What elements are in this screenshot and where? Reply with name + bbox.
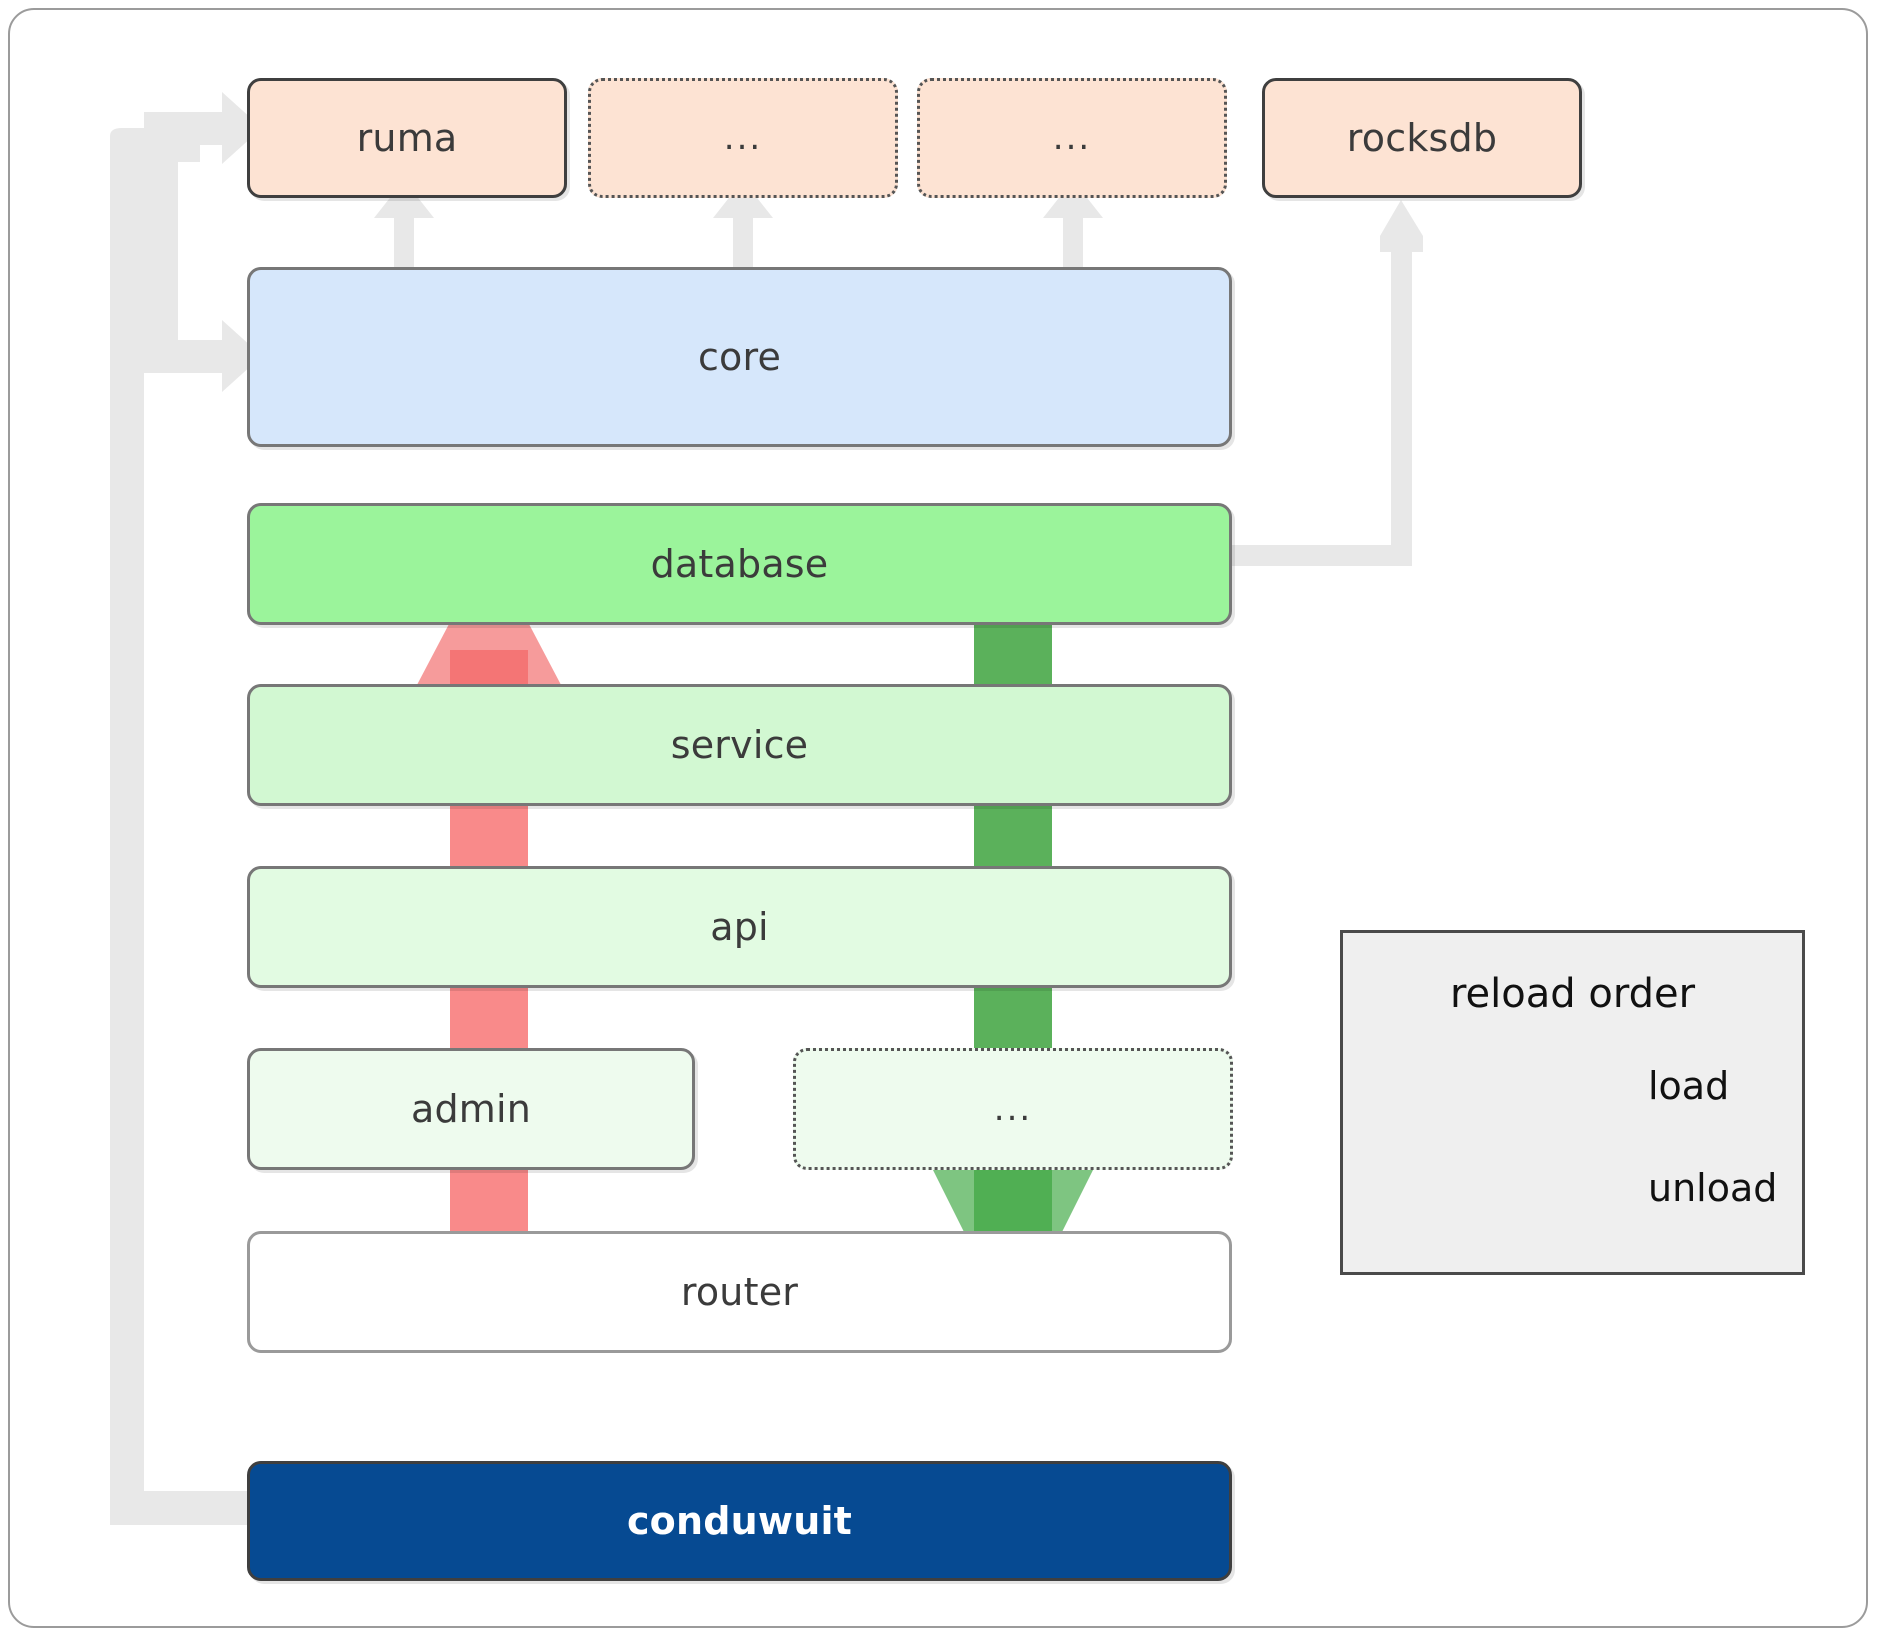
external-node-rocksdb[interactable]: rocksdb	[1262, 78, 1582, 198]
binary-node-conduwuit-label: conduwuit	[626, 1499, 853, 1543]
legend-panel: reload order	[1340, 930, 1805, 1275]
diagram-frame	[8, 8, 1868, 1628]
stack-node-more-label: ...	[993, 1089, 1033, 1129]
legend-item-load-label: load	[1648, 1064, 1730, 1108]
external-node-ruma[interactable]: ruma	[247, 78, 567, 198]
stack-node-service[interactable]: service	[247, 684, 1232, 806]
stack-node-core-label: core	[697, 335, 782, 379]
external-node-more-2[interactable]: ...	[917, 78, 1227, 198]
stack-node-router-label: router	[680, 1270, 799, 1314]
external-node-more-2-label: ...	[1052, 118, 1092, 158]
external-node-rocksdb-label: rocksdb	[1346, 116, 1498, 160]
external-node-ruma-label: ruma	[356, 116, 458, 160]
stack-node-api-label: api	[710, 905, 769, 949]
stack-node-admin-label: admin	[410, 1087, 532, 1131]
external-node-more-1[interactable]: ...	[588, 78, 898, 198]
stack-node-router[interactable]: router	[247, 1231, 1232, 1353]
stack-node-database-label: database	[650, 542, 829, 586]
legend-item-unload-label: unload	[1648, 1166, 1778, 1210]
binary-node-conduwuit[interactable]: conduwuit	[247, 1461, 1232, 1581]
stack-node-service-label: service	[670, 723, 809, 767]
stack-node-core[interactable]: core	[247, 267, 1232, 447]
stack-node-more[interactable]: ...	[793, 1048, 1233, 1170]
legend-title: reload order	[1449, 971, 1696, 1017]
stack-node-database[interactable]: database	[247, 503, 1232, 625]
stack-node-api[interactable]: api	[247, 866, 1232, 988]
stack-node-admin[interactable]: admin	[247, 1048, 695, 1170]
external-node-more-1-label: ...	[723, 118, 763, 158]
